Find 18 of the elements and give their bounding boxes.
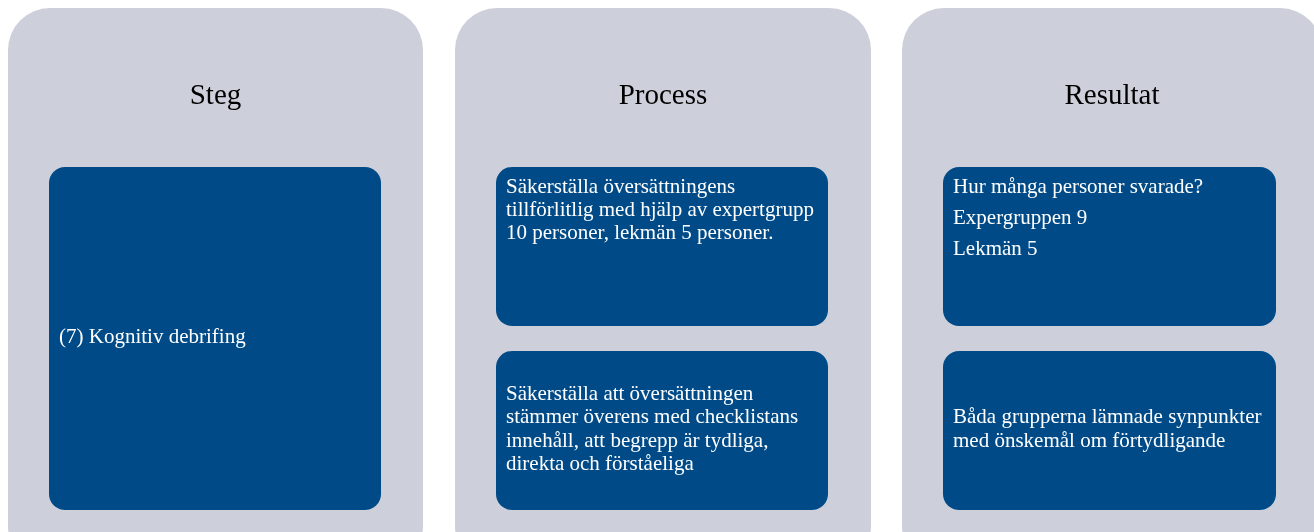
- content-box: [496, 167, 828, 326]
- column-heading: Steg: [188, 78, 243, 111]
- content-box: [49, 167, 381, 510]
- column-panel: [902, 8, 1314, 532]
- box-text: Säkerställa att översättningen stämmer överens med checklistans innehåll, att begrepp är tydliga, direkta och förståeliga: [506, 382, 800, 475]
- box-text: Expergruppen 9: [953, 206, 1089, 230]
- column-heading: Process: [617, 78, 709, 111]
- content-box: [496, 351, 828, 510]
- box-text: Säkerställa översättningens tillförlitlig med hjälp av expertgrupp 10 personer, lekmän 5 personer.: [506, 175, 815, 245]
- box-text: Lekmän 5: [953, 237, 1039, 261]
- column-panel: [455, 8, 871, 532]
- column-panel: [8, 8, 423, 532]
- box-text: Båda grupperna lämnade synpunkter med önskemål om förtydligande: [953, 405, 1263, 452]
- column-heading: Resultat: [1063, 78, 1161, 111]
- content-box: [943, 167, 1276, 326]
- box-text: (7) Kognitiv debrifing: [59, 324, 247, 349]
- box-text: Hur många personer svarade?: [953, 175, 1205, 199]
- content-box: [943, 351, 1276, 510]
